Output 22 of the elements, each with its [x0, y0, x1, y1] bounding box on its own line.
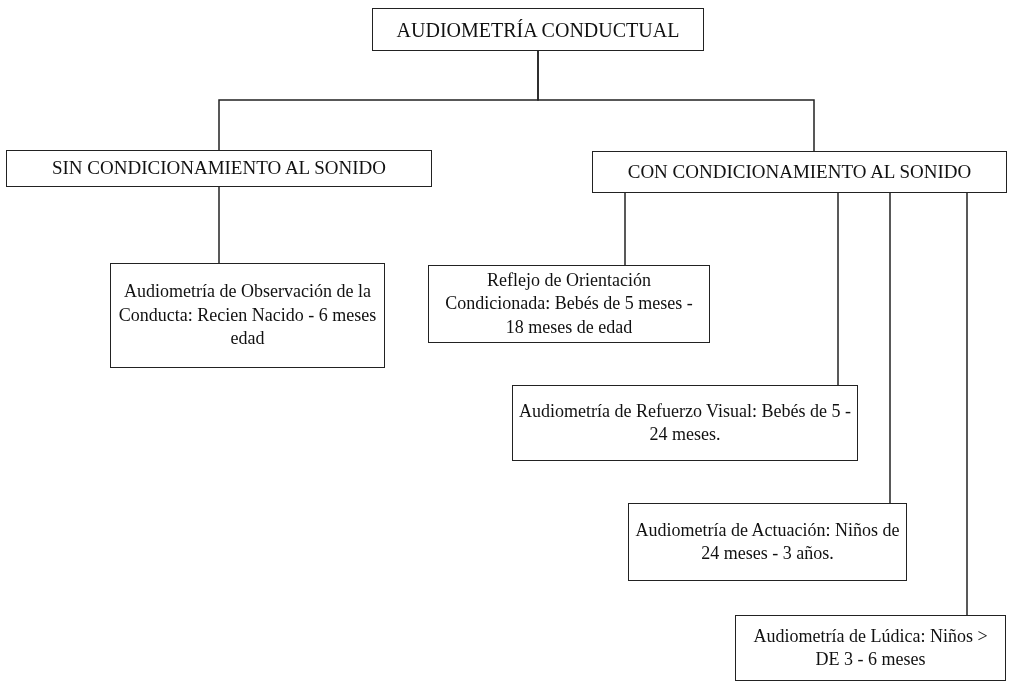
box-text: AUDIOMETRÍA CONDUCTUAL — [396, 17, 680, 43]
text-box — [428, 265, 710, 343]
connector-line — [218, 186, 220, 264]
text-box — [372, 8, 704, 51]
box-text: SIN CONDICIONAMIENTO AL SONIDO — [51, 156, 387, 181]
connector-line — [889, 192, 891, 504]
box-text: Audiometría de Observación de la Conducta: Recien Nacido - 6 meses edad — [117, 280, 378, 351]
box-text: Audiometría de Lúdica: Niños > DE 3 - 6 meses — [752, 624, 989, 671]
box-text: Audiometría de Actuación: Niños de 24 meses - 3 años. — [635, 518, 900, 565]
box-text: Reflejo de Orientación Condicionada: Bebés de 5 meses - 18 meses de edad — [444, 268, 694, 339]
connector-line — [537, 50, 815, 152]
box-text: CON CONDICIONAMIENTO AL SONIDO — [627, 159, 972, 184]
box-text: Audiometría de Refuerzo Visual: Bebés de 5 - 24 meses. — [519, 399, 851, 446]
connector-line — [966, 192, 968, 616]
connector-line — [837, 192, 839, 386]
text-box — [110, 263, 385, 368]
text-box — [735, 615, 1006, 681]
text-box — [6, 150, 432, 187]
text-box — [512, 385, 858, 461]
text-box — [592, 151, 1007, 193]
connector-line — [624, 192, 626, 266]
text-box — [628, 503, 907, 581]
